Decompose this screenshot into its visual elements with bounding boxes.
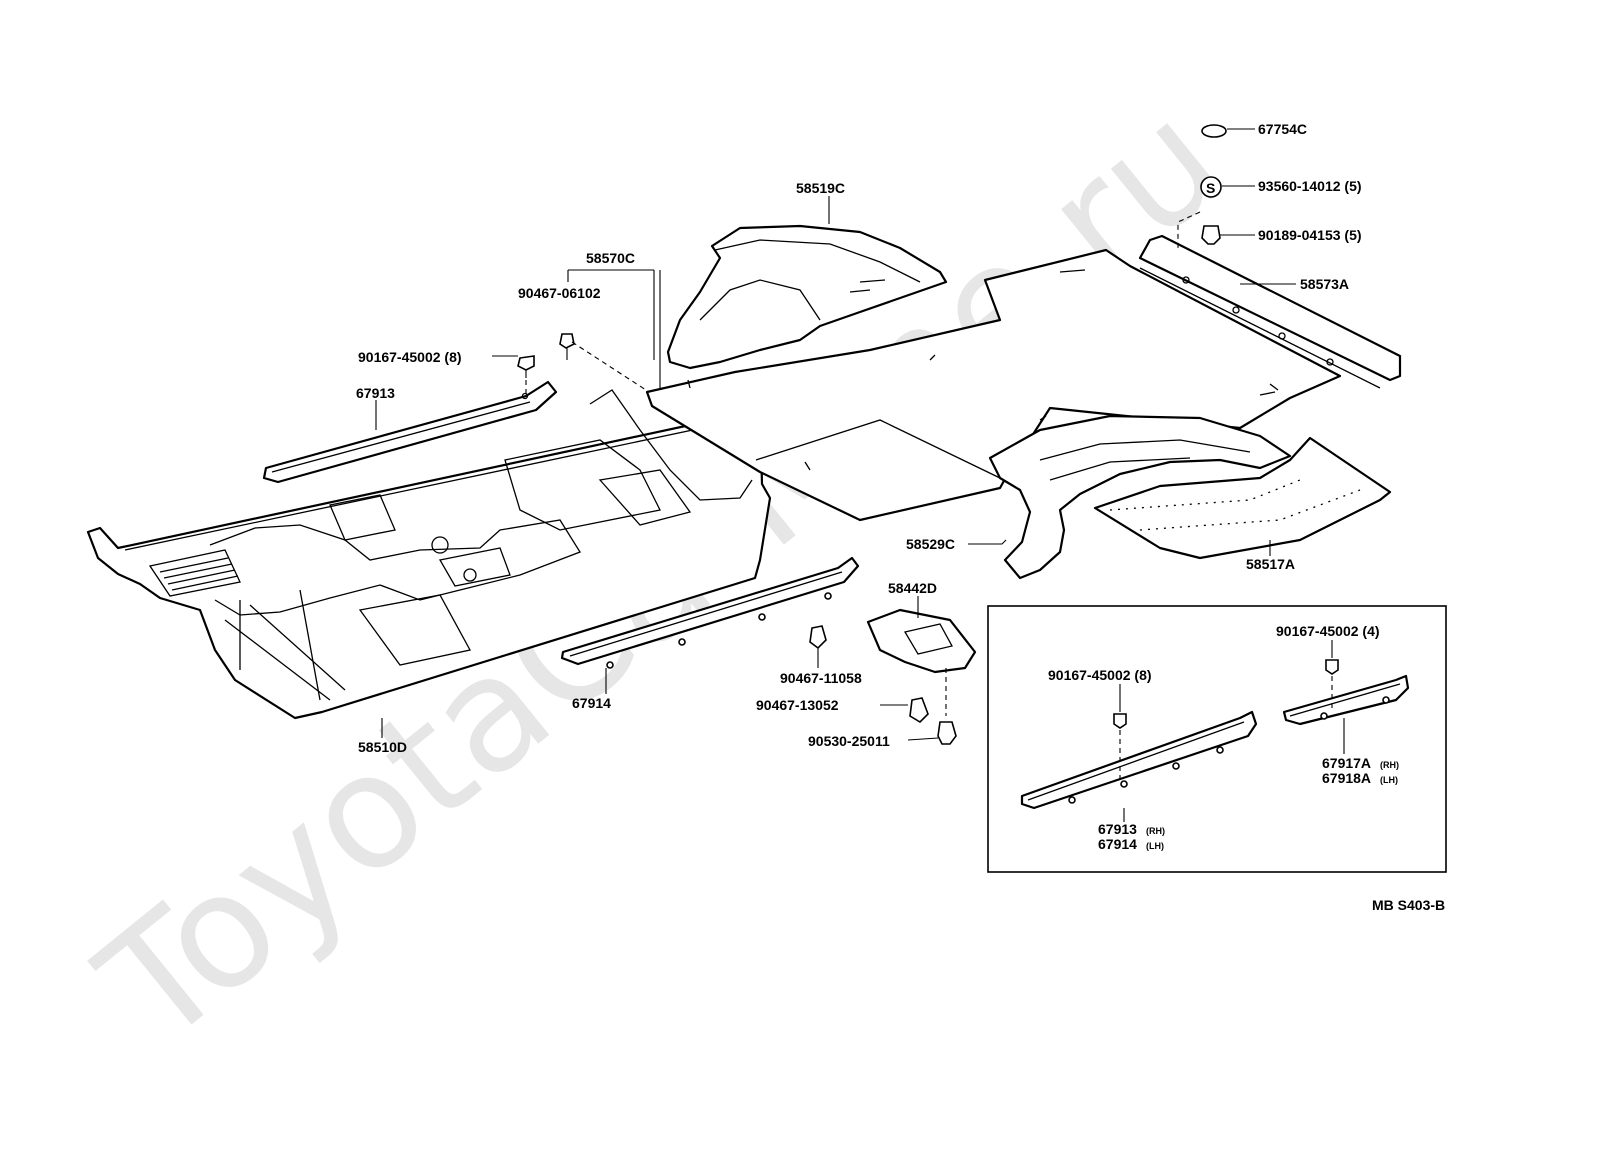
inset-screw-90167-45002-4[interactable]	[1325, 659, 1339, 708]
label-67914: 67914	[572, 695, 611, 711]
diagram-code: MB S403-B	[1372, 897, 1445, 913]
inset-box	[987, 605, 1447, 873]
label-67913: 67913	[356, 385, 395, 401]
scuff-plate-67914[interactable]	[560, 556, 860, 669]
label-90530-25011: 90530-25011	[808, 733, 890, 749]
label-inset-90167-45002-8: 90167-45002 (8)	[1048, 667, 1152, 683]
label-90467-13052: 90467-13052	[756, 697, 839, 713]
label-58442D: 58442D	[888, 580, 937, 596]
scuff-plate-67913[interactable]	[262, 380, 558, 484]
svg-text:S: S	[1206, 180, 1215, 196]
front-floor-carpet-58510D[interactable]	[86, 389, 772, 720]
clip-90530-25011[interactable]	[937, 721, 957, 745]
inset-scuff-plate-67917A-67918A[interactable]	[1282, 674, 1410, 726]
screw-90467-06102[interactable]	[559, 333, 575, 360]
label-90467-11058: 90467-11058	[780, 670, 862, 686]
label-inset-67913: 67913	[1098, 821, 1137, 837]
label-93560-14012: 93560-14012 (5)	[1258, 178, 1362, 194]
label-90189-04153: 90189-04153 (5)	[1258, 227, 1362, 243]
cap-67754C[interactable]	[1201, 124, 1227, 138]
inset-scuff-plate-67913-67914[interactable]	[1020, 710, 1258, 810]
label-inset-67918A: 67918A	[1322, 770, 1371, 786]
label-58517A: 58517A	[1246, 556, 1295, 572]
label-inset-90167-45002-4: 90167-45002 (4)	[1276, 623, 1380, 639]
label-58529C: 58529C	[906, 536, 955, 552]
label-inset-67917A-side: (RH)	[1380, 760, 1399, 770]
label-58570C: 58570C	[586, 250, 635, 266]
rear-mat-58517A[interactable]	[1093, 436, 1392, 560]
label-58573A: 58573A	[1300, 276, 1349, 292]
clip-90189-04153[interactable]	[1201, 225, 1221, 245]
label-58519C: 58519C	[796, 180, 845, 196]
clip-90467-11058[interactable]	[809, 625, 827, 650]
label-90167-45002-top: 90167-45002 (8)	[358, 349, 462, 365]
rear-floor-sheet-58570C[interactable]	[645, 248, 1342, 522]
wheelhouse-cover-58519C[interactable]	[666, 224, 948, 370]
inset-screw-90167-45002-8[interactable]	[1113, 713, 1127, 780]
label-90467-06102: 90467-06102	[518, 285, 601, 301]
label-67754C: 67754C	[1258, 121, 1307, 137]
label-inset-67914: 67914	[1098, 836, 1137, 852]
label-58510D: 58510D	[358, 739, 407, 755]
clip-90467-13052[interactable]	[909, 697, 929, 724]
label-inset-67914-side: (LH)	[1146, 841, 1164, 851]
s-symbol-icon: S	[1200, 176, 1222, 198]
screw-90167-45002-top[interactable]	[517, 355, 535, 378]
leader-lines	[375, 128, 1345, 822]
label-inset-67918A-side: (LH)	[1380, 775, 1398, 785]
label-inset-67917A: 67917A	[1322, 755, 1371, 771]
trim-strip-58573A[interactable]	[1138, 234, 1402, 389]
label-inset-67913-side: (RH)	[1146, 826, 1165, 836]
bracket-58442D[interactable]	[866, 608, 977, 716]
wheelhouse-cover-58529C[interactable]	[988, 414, 1292, 580]
